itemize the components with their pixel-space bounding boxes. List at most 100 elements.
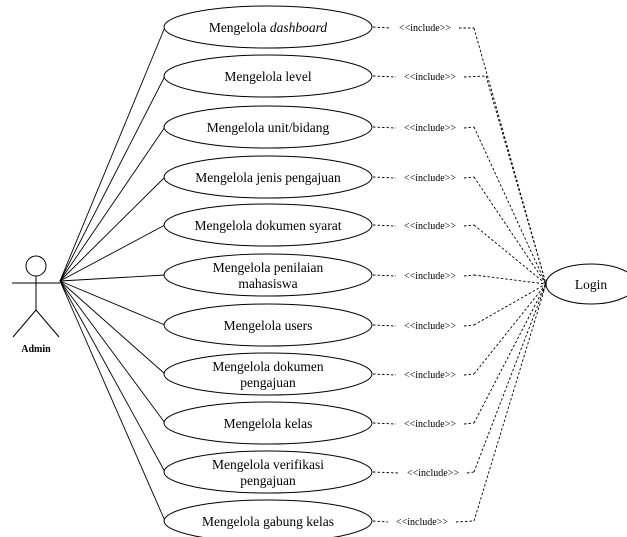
include-relations: <<include>> <<include>> <<include>> <<inclu… [372,23,547,528]
use-case: Mengelola kelas [163,401,373,445]
include-line [372,373,397,376]
use-case-label: Mengelola users [224,318,313,333]
use-case-label: Mengelola jenis pengajuan [195,170,341,185]
login-ellipse [545,263,627,305]
use-case-ellipse [163,303,373,347]
include-line [473,283,547,375]
include-line [473,274,547,285]
use-case-ellipse [163,352,373,396]
include-line [463,324,475,327]
use-case-label: Mengelola level [224,69,312,84]
include-label: <<include>> [404,72,456,83]
include-line [372,224,397,227]
association-line [59,280,166,473]
include-line [372,274,397,277]
include-line [372,471,400,474]
include-label: <<include>> [404,271,456,282]
use-case-ellipse [163,450,373,494]
include-line [372,176,397,179]
use-case-label: pengajuan [240,473,296,488]
actor-left-leg [12,309,37,338]
include-line [463,176,475,179]
include-line [372,520,389,523]
include-line [466,471,475,474]
association-line [59,75,166,282]
actor-right-leg [35,309,60,338]
use-case-ellipse [163,253,373,297]
include-line [372,26,392,29]
use-case: Mengelola gabung kelas [163,499,373,537]
include-line [485,75,547,285]
include-line [463,75,487,78]
include-line [473,126,547,285]
use-case-ellipse [163,5,373,49]
include-label: <<include>> [404,123,456,134]
include-line [473,283,547,326]
include-label: <<include>> [404,370,456,381]
use-case-label: Mengelola penilaian [213,260,324,275]
include-line [463,126,475,129]
use-case-ellipse [163,499,373,537]
include-label: <<include>> [404,321,456,332]
include-line [463,274,475,277]
include-line [463,422,475,425]
use-case: Mengelola dashboard [163,5,373,49]
use-case: Mengelola dokumen syarat [163,203,373,247]
use-case-label-part: Mengelola [209,20,270,35]
include-label: <<include>> [404,173,456,184]
use-case-label: Mengelola unit/bidang [207,120,330,135]
association-line [59,26,166,282]
include-line [473,224,547,285]
include-line [463,224,475,227]
association-line [59,280,166,375]
include-line [473,176,547,285]
association-line [59,280,166,424]
use-case-label-part: dashboard [270,20,328,35]
include-line [372,422,397,425]
association-line [59,274,166,282]
use-case-label: Mengelola gabung kelas [202,514,334,529]
association-line [59,176,166,282]
include-label: <<include>> [404,419,456,430]
association-line [59,280,166,326]
use-case-label: Mengelola dashboard [209,20,328,35]
use-case-ellipse [163,54,373,98]
use-case: Mengelola jenis pengajuan [163,155,373,199]
use-case-label: Mengelola dokumen syarat [195,218,342,233]
use-case-ellipse [163,155,373,199]
use-case-label: Mengelola dokumen [212,359,324,374]
include-line [372,75,397,78]
association-line [59,126,166,282]
include-label: <<include>> [404,221,456,232]
use-case-label: Mengelola verifikasi [212,457,324,472]
use-case-ellipse [163,203,373,247]
include-line [372,324,397,327]
use-case: Mengelola users [163,303,373,347]
use-case-ellipse [163,105,373,149]
actor-label: Admin [21,344,51,355]
include-line [372,126,397,129]
include-line [455,520,475,523]
association-lines [59,26,166,522]
use-case: Mengelola level [163,54,373,98]
include-label: <<include>> [396,517,448,528]
association-line [59,280,166,522]
use-case: Mengelola unit/bidang [163,105,373,149]
association-line [59,224,166,282]
use-case-label: Mengelola kelas [224,416,313,431]
login-label: Login [575,277,607,292]
include-line [463,373,475,376]
include-line [473,283,547,473]
use-case-ellipse [163,401,373,445]
use-case-label: mahasiswa [238,276,297,291]
actor-head [25,255,47,277]
include-line [473,283,547,522]
include-label: <<include>> [399,23,451,34]
include-line [473,283,547,424]
include-label: <<include>> [407,468,459,479]
